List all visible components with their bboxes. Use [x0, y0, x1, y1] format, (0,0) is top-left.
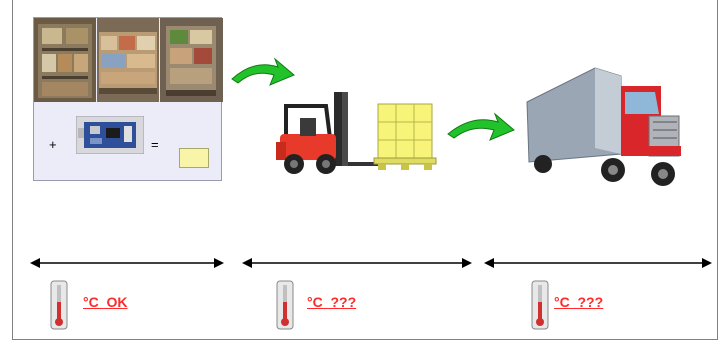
equals-sign: = [151, 137, 159, 152]
truck-icon [526, 67, 681, 186]
goods-panel: + = [33, 17, 223, 182]
pallet-boxes-photo [97, 18, 159, 102]
stage-span-arrow [242, 258, 472, 268]
mixed-pallet-photo [160, 18, 223, 102]
thermometer-icon [531, 280, 549, 330]
curved-arrow-icon [231, 57, 295, 86]
photo-strip [34, 18, 223, 102]
pallet-icon [373, 103, 437, 170]
forklift-icon [276, 92, 378, 174]
thermometer-icon [276, 280, 294, 330]
plus-sign: + [49, 137, 57, 152]
curved-arrow-icon [447, 112, 515, 141]
sensor-equation: + = [34, 102, 223, 182]
stage-span-arrow [30, 258, 224, 268]
stage-span-arrow [484, 258, 712, 268]
temperature-status: °C ??? [307, 294, 357, 310]
result-tag-box [179, 148, 209, 168]
food-shelf-photo [34, 18, 96, 102]
temperature-status: °C OK [83, 294, 128, 310]
temperature-status: °C ??? [554, 294, 604, 310]
thermometer-icon [50, 280, 68, 330]
sensor-board-icon [76, 116, 144, 154]
